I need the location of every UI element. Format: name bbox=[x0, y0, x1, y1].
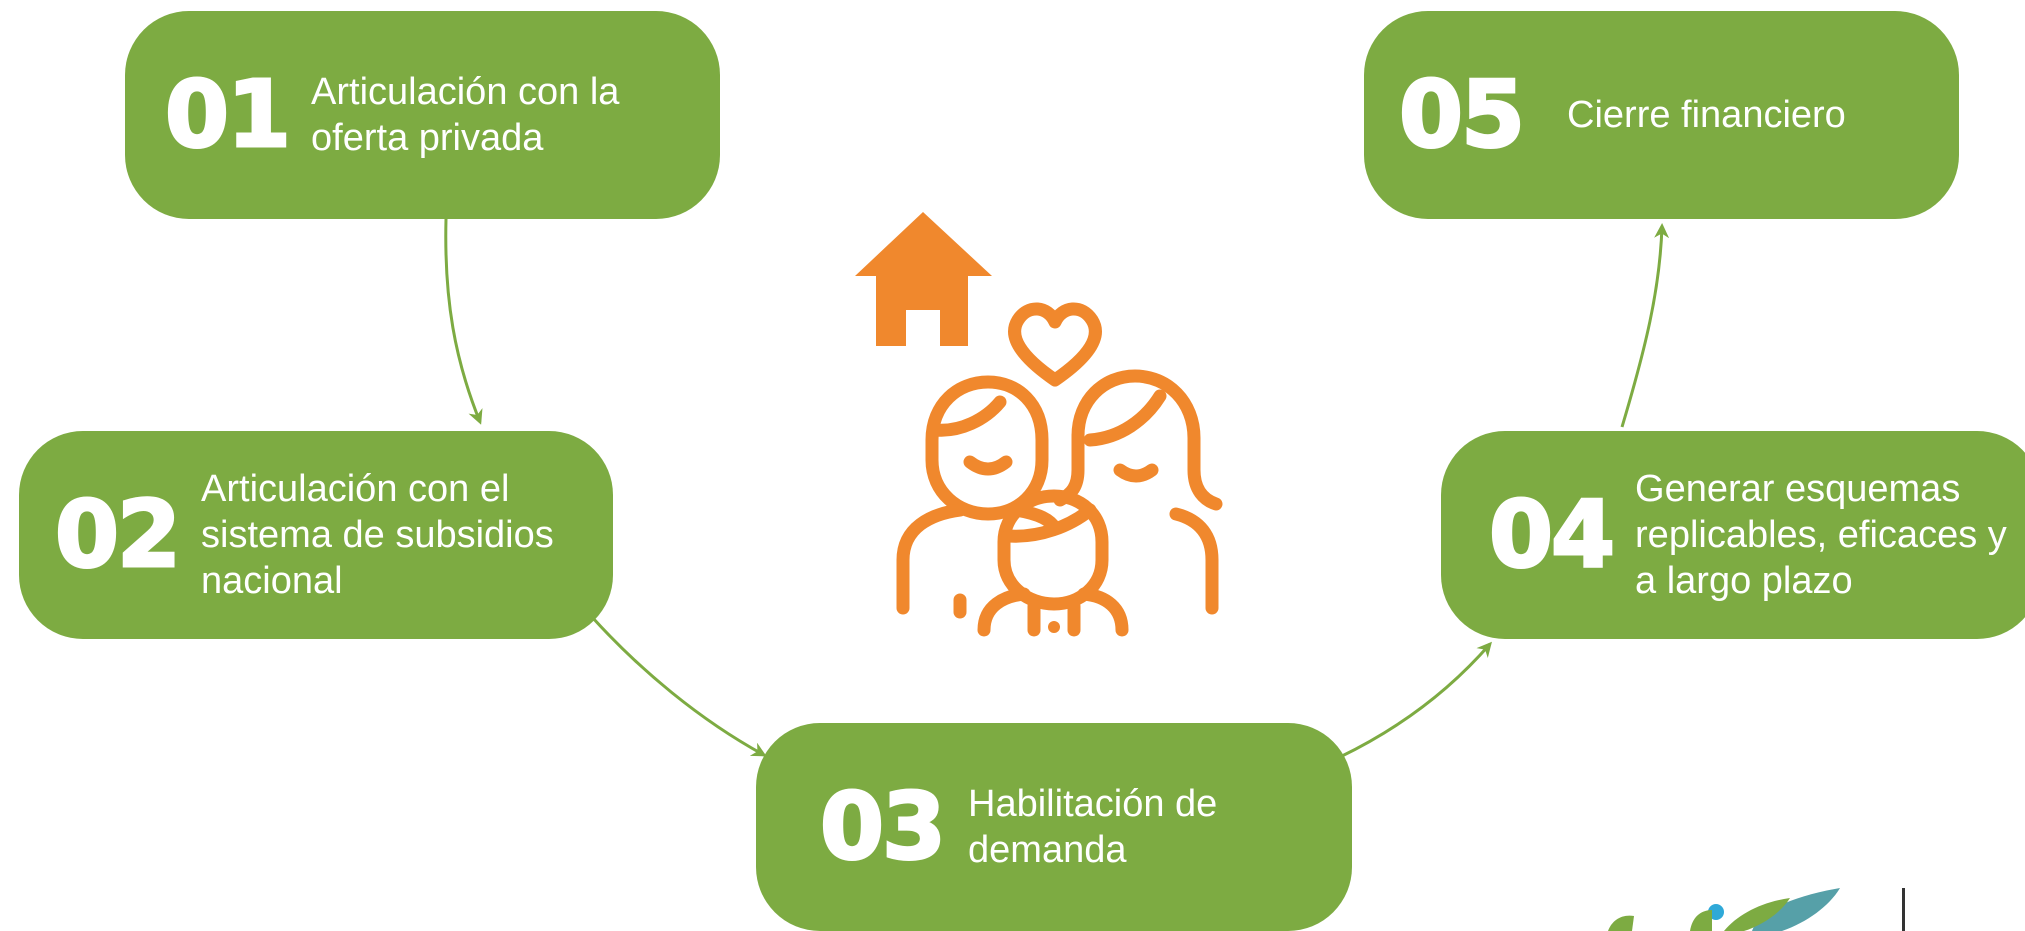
arrow-04-to-05 bbox=[1620, 223, 1670, 428]
step-01-number: 01 bbox=[163, 61, 292, 168]
step-03-box: 03 Habilitación de demanda bbox=[756, 723, 1352, 931]
arrow-03-to-04 bbox=[1339, 641, 1492, 759]
step-04-number: 04 bbox=[1487, 481, 1616, 588]
step-04-box: 04 Generar esquemas replicables, eficace… bbox=[1441, 431, 2025, 639]
step-02-number: 02 bbox=[53, 481, 182, 588]
step-01-label: Articulación con la oferta privada bbox=[311, 71, 620, 159]
step-05-box: 05 Cierre financiero bbox=[1364, 11, 1959, 219]
step-03-label: Habilitación de demanda bbox=[968, 783, 1218, 871]
step-05-label: Cierre financiero bbox=[1567, 94, 1846, 136]
step-02-label: Articulación con el sistema de subsidios… bbox=[201, 468, 554, 602]
arrow-02-to-03 bbox=[590, 615, 767, 757]
step-04-label: Generar esquemas replicables, eficaces y… bbox=[1635, 468, 2007, 602]
step-02-box: 02 Articulación con el sistema de subsid… bbox=[19, 431, 613, 639]
step-03-number: 03 bbox=[818, 773, 947, 880]
step-05-number: 05 bbox=[1397, 61, 1526, 168]
step-01-box: 01 Articulación con la oferta privada bbox=[125, 11, 720, 219]
arrow-01-to-02 bbox=[444, 218, 483, 425]
